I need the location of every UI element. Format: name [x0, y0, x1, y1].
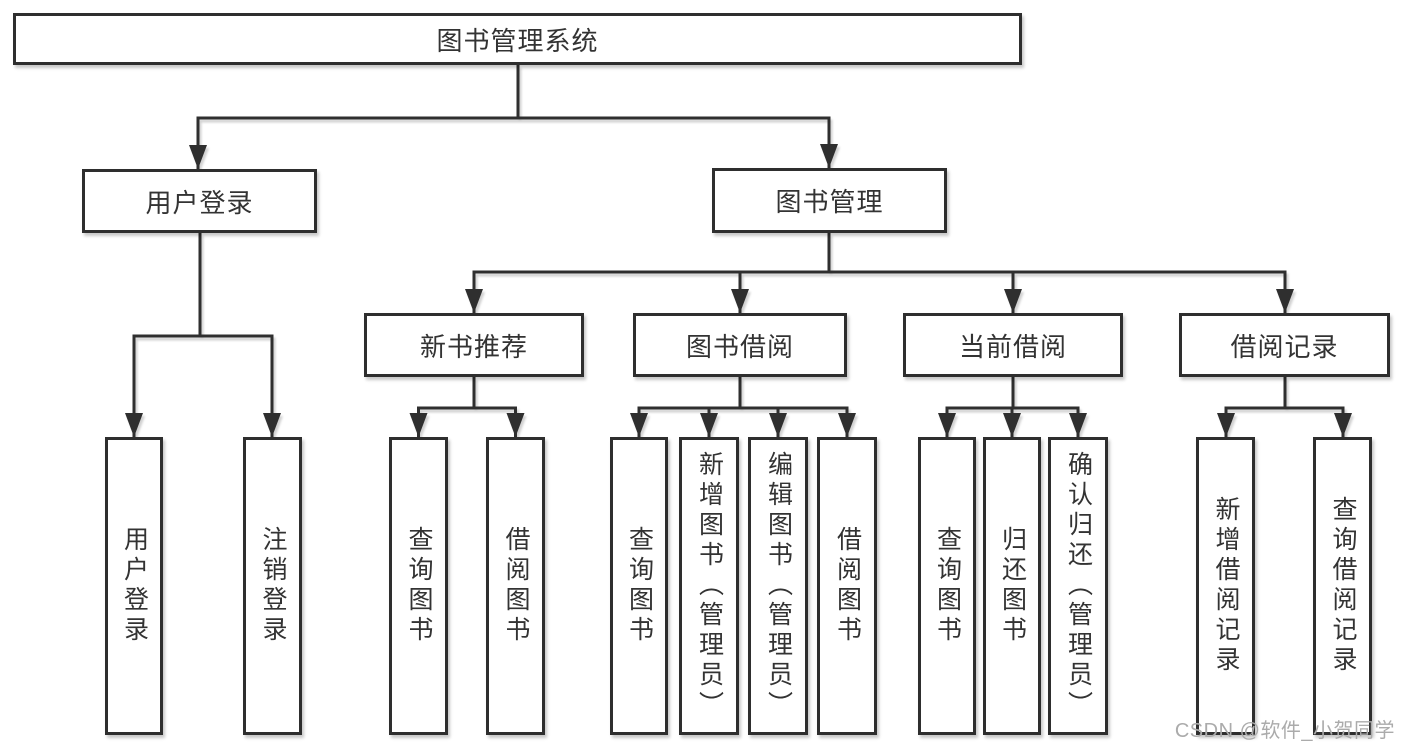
leaf-edit-books-admin: 编辑图书（管理员）: [748, 437, 808, 735]
leaf-borrow-books: 借阅图书: [817, 437, 877, 735]
node-user-login: 用户登录: [82, 169, 317, 233]
node-borrowing-records: 借阅记录: [1179, 313, 1390, 377]
leaf-user-login: 用户登录: [105, 437, 163, 735]
leaf-add-books-admin: 新增图书（管理员）: [679, 437, 739, 735]
leaf-confirm-return-admin: 确认归还（管理员）: [1048, 437, 1108, 735]
leaf-logout: 注销登录: [243, 437, 302, 735]
leaf-borrow-books-recommend: 借阅图书: [486, 437, 545, 735]
leaf-search-books-borrow: 查询图书: [610, 437, 668, 735]
node-root-library-management-system: 图书管理系统: [13, 13, 1022, 65]
leaf-search-books-recommend: 查询图书: [389, 437, 448, 735]
leaf-search-books-current: 查询图书: [918, 437, 976, 735]
leaf-return-books: 归还图书: [983, 437, 1041, 735]
csdn-watermark: CSDN @软件_小贺同学: [1174, 720, 1395, 742]
leaf-search-borrow-record: 查询借阅记录: [1313, 437, 1372, 735]
node-new-book-recommendation: 新书推荐: [364, 313, 584, 377]
node-current-borrowing: 当前借阅: [903, 313, 1123, 377]
node-book-management: 图书管理: [712, 168, 947, 233]
node-book-borrowing: 图书借阅: [633, 313, 847, 377]
leaf-add-borrow-record: 新增借阅记录: [1196, 437, 1255, 735]
